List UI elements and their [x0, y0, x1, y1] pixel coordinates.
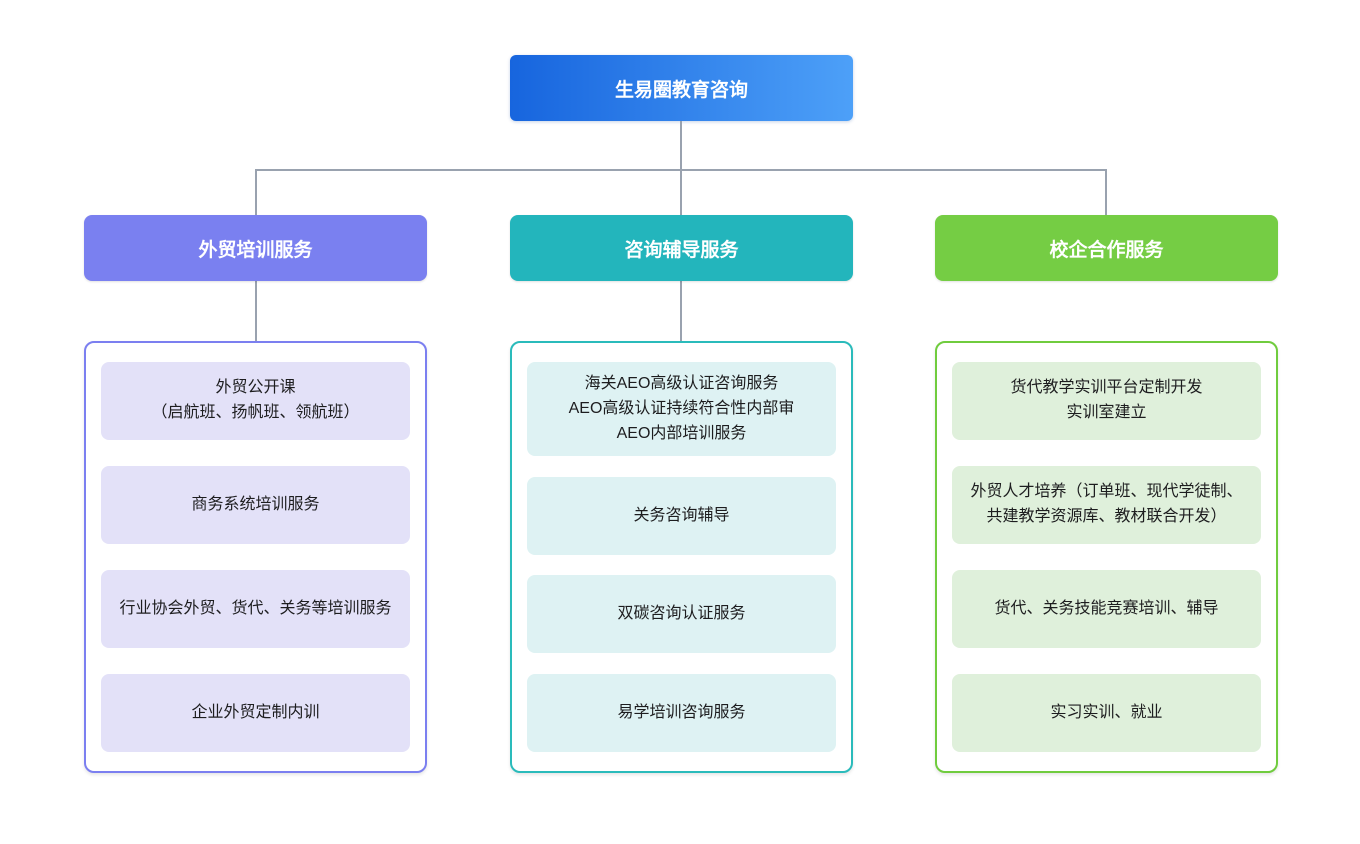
- root-node-label: 生易圈教育咨询: [614, 79, 748, 101]
- service-card: 双碳咨询认证服务: [527, 575, 836, 654]
- service-card: 行业协会外贸、货代、关务等培训服务: [101, 570, 410, 648]
- service-card: 货代教学实训平台定制开发 实训室建立: [952, 362, 1261, 440]
- branch-header-consulting-coaching: 咨询辅导服务: [510, 215, 853, 281]
- service-card: 实习实训、就业: [952, 674, 1261, 752]
- root-node: 生易圈教育咨询: [510, 55, 853, 121]
- connector-header-to-box-1: [255, 281, 257, 341]
- service-card: 企业外贸定制内训: [101, 674, 410, 752]
- connector-drop-branch-1: [255, 169, 257, 216]
- branch-header-label: 外贸培训服务: [198, 239, 313, 261]
- service-card: 外贸公开课 （启航班、扬帆班、领航班）: [101, 362, 410, 440]
- service-card: 海关AEO高级认证咨询服务 AEO高级认证持续符合性内部审 AEO内部培训服务: [527, 362, 836, 457]
- branch-header-school-enterprise-cooperation: 校企合作服务: [935, 215, 1278, 281]
- branch-box-foreign-trade-training: 外贸公开课 （启航班、扬帆班、领航班） 商务系统培训服务 行业协会外贸、货代、关…: [84, 341, 427, 773]
- branch-box-consulting-coaching: 海关AEO高级认证咨询服务 AEO高级认证持续符合性内部审 AEO内部培训服务 …: [510, 341, 853, 773]
- connector-header-to-box-2: [680, 281, 682, 341]
- branch-box-school-enterprise-cooperation: 货代教学实训平台定制开发 实训室建立 外贸人才培养（订单班、现代学徒制、共建教学…: [935, 341, 1278, 773]
- service-card: 商务系统培训服务: [101, 466, 410, 544]
- connector-root-vertical: [680, 121, 682, 170]
- connector-drop-branch-3: [1105, 169, 1107, 216]
- branch-header-foreign-trade-training: 外贸培训服务: [84, 215, 427, 281]
- connector-drop-branch-2: [680, 169, 682, 216]
- service-card: 货代、关务技能竞赛培训、辅导: [952, 570, 1261, 648]
- service-card: 外贸人才培养（订单班、现代学徒制、共建教学资源库、教材联合开发）: [952, 466, 1261, 544]
- service-card: 关务咨询辅导: [527, 476, 836, 555]
- branch-header-label: 校企合作服务: [1049, 239, 1164, 261]
- branch-header-label: 咨询辅导服务: [624, 239, 739, 261]
- service-card: 易学培训咨询服务: [527, 673, 836, 752]
